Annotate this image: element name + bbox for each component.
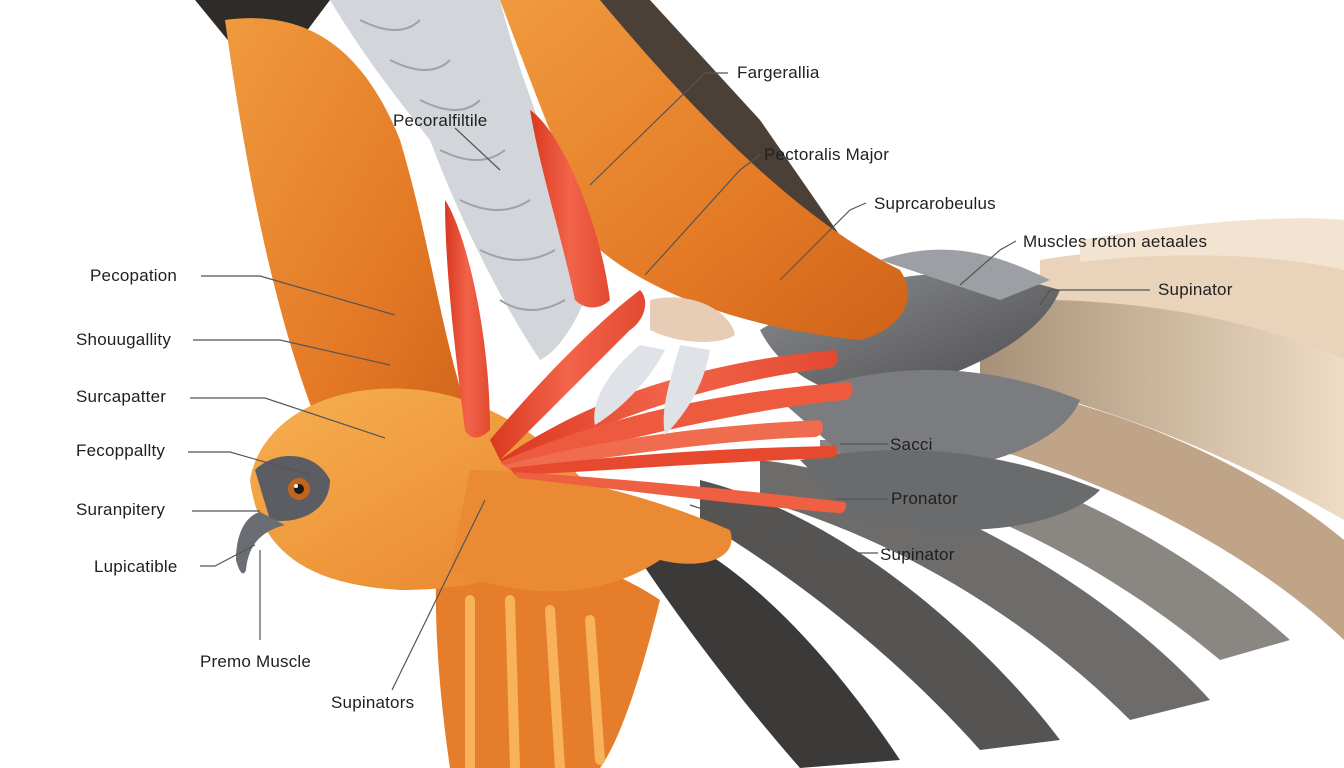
label-suranpitery: Suranpitery [76, 500, 166, 519]
leader-lines [188, 72, 1150, 691]
body-neck [225, 18, 470, 463]
elbow-tuft [650, 297, 735, 342]
label-pectoralis-major: Pectoralis Major [764, 145, 890, 164]
label-muscles-rotton: Muscles rotton aetaales [1023, 232, 1208, 251]
primary-feathers-tan [960, 218, 1344, 640]
label-supinator-top: Supinator [1158, 280, 1233, 299]
label-pecoralfiltile: Pecoralfiltile [393, 111, 488, 130]
white-claw-feathers [594, 345, 710, 435]
label-supinator-mid: Supinator [880, 545, 955, 564]
silver-coverts-detail [359, 19, 566, 311]
label-shouugallity: Shouugallity [76, 330, 172, 349]
label-lupicatible: Lupicatible [94, 557, 178, 576]
label-suprcarobeulus: Suprcarobeulus [874, 194, 996, 213]
label-fargerallia: Fargerallia [737, 63, 820, 82]
upper-wing-orange [500, 0, 908, 340]
label-sacci: Sacci [890, 435, 933, 454]
label-premo-muscle: Premo Muscle [200, 652, 312, 671]
tail-feather-lines [465, 595, 605, 768]
covert-feathers-grey [760, 249, 1100, 530]
lower-wing-orange [450, 470, 732, 592]
label-pronator: Pronator [891, 489, 958, 508]
label-supinators: Supinators [331, 693, 415, 712]
eye-icon [288, 478, 310, 500]
label-fecoppallty: Fecoppallty [76, 441, 166, 460]
beak-icon [236, 512, 285, 574]
label-surcapatter: Surcapatter [76, 387, 167, 406]
label-pecopation: Pecopation [90, 266, 178, 285]
silver-coverts [330, 0, 600, 360]
muscle-bundles [445, 110, 853, 514]
